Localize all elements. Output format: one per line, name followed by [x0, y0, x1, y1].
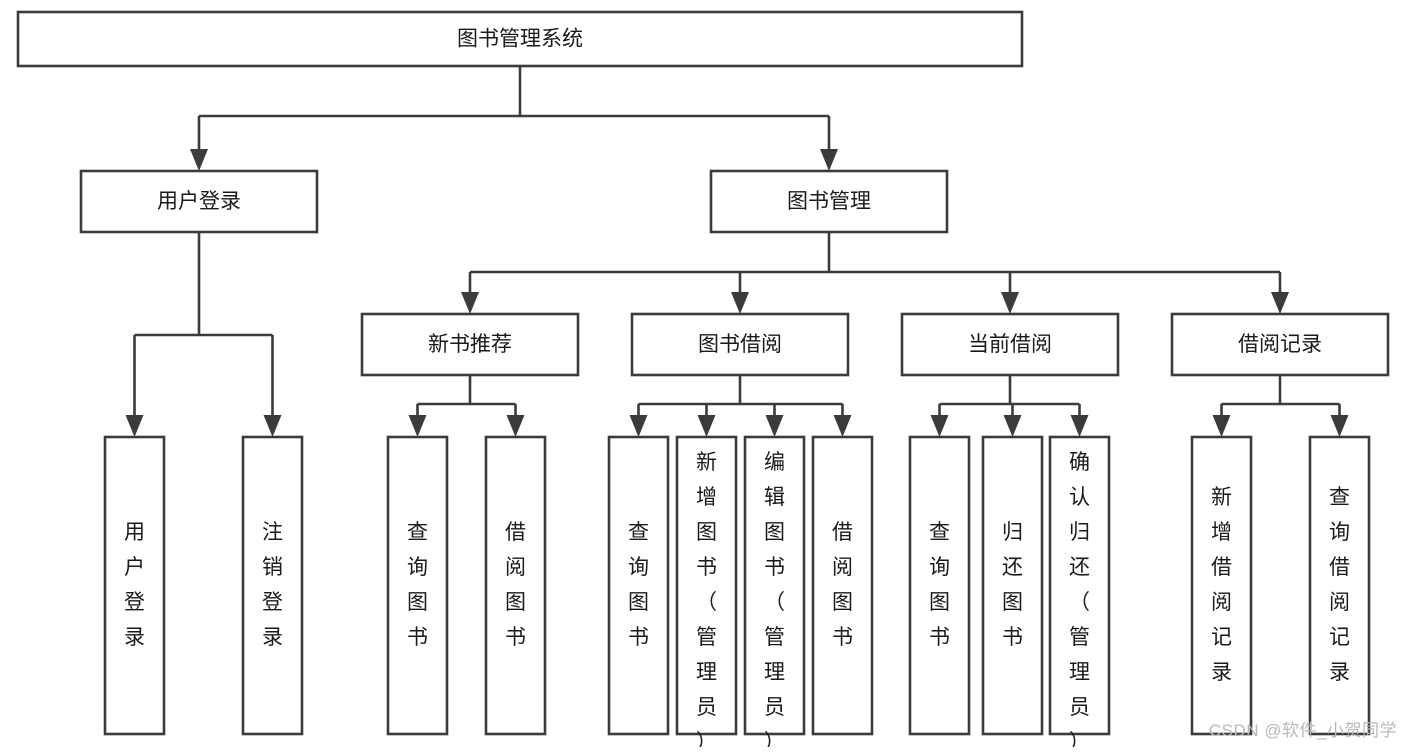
- edge-arrowhead: [1070, 415, 1089, 437]
- node-label: 新增图书（管理员）: [696, 451, 717, 747]
- edge-arrowhead: [190, 149, 208, 171]
- node-leaf-confirm-return[interactable]: 确认归还（管理员）: [1048, 435, 1111, 752]
- node-borrow-record[interactable]: 借阅记录: [1170, 312, 1390, 377]
- node-layer: 图书管理系统用户登录图书管理新书推荐图书借阅当前借阅借阅记录用户登录注销登录查询…: [16, 10, 1390, 752]
- edge-arrowhead: [125, 415, 144, 437]
- edge-group-new-book-recommend: [408, 375, 525, 437]
- node-box[interactable]: [607, 435, 670, 736]
- node-book-borrow[interactable]: 图书借阅: [630, 312, 850, 377]
- edge-arrowhead: [1001, 292, 1019, 314]
- node-label: 借阅图书: [832, 521, 853, 649]
- node-box[interactable]: [981, 435, 1044, 736]
- edge-group-root: [190, 66, 838, 171]
- node-label: 图书借阅: [698, 333, 782, 356]
- node-box[interactable]: [1190, 435, 1253, 736]
- edge-arrowhead: [629, 415, 648, 437]
- node-label: 查询图书: [929, 521, 950, 649]
- node-box[interactable]: [484, 435, 547, 736]
- node-leaf-query-book-1[interactable]: 查询图书: [386, 435, 449, 736]
- edge-arrowhead: [1330, 415, 1349, 437]
- node-label: 新增借阅记录: [1211, 486, 1232, 684]
- edge-arrowhead: [506, 415, 525, 437]
- node-box[interactable]: [675, 435, 738, 736]
- node-label: 注销登录: [262, 521, 283, 649]
- node-current-borrow[interactable]: 当前借阅: [900, 312, 1120, 377]
- node-leaf-add-record[interactable]: 新增借阅记录: [1190, 435, 1253, 736]
- node-leaf-add-book[interactable]: 新增图书（管理员）: [675, 435, 738, 752]
- node-label: 借阅记录: [1238, 333, 1322, 356]
- node-user-login[interactable]: 用户登录: [79, 169, 319, 234]
- edge-group-current-borrow: [930, 375, 1089, 437]
- node-root[interactable]: 图书管理系统: [16, 10, 1024, 68]
- node-leaf-borrow-book-1[interactable]: 借阅图书: [484, 435, 547, 736]
- node-leaf-user-logout[interactable]: 注销登录: [241, 435, 304, 736]
- node-box[interactable]: [1048, 435, 1111, 736]
- node-box[interactable]: [386, 435, 449, 736]
- edge-group-book-manage: [461, 232, 1289, 314]
- csdn-watermark: CSDN @软件_小贺同学: [1208, 721, 1397, 740]
- node-leaf-borrow-book-2[interactable]: 借阅图书: [811, 435, 874, 736]
- node-label: 查询图书: [407, 521, 428, 649]
- edge-arrowhead: [833, 415, 852, 437]
- node-box[interactable]: [811, 435, 874, 736]
- node-label: 查询借阅记录: [1329, 486, 1350, 684]
- node-leaf-user-login[interactable]: 用户登录: [103, 435, 166, 736]
- node-box[interactable]: [1308, 435, 1371, 736]
- node-label: 用户登录: [124, 521, 145, 649]
- node-box[interactable]: [103, 435, 166, 736]
- node-label: 借阅图书: [505, 521, 526, 649]
- node-leaf-return-book[interactable]: 归还图书: [981, 435, 1044, 736]
- edge-layer: [125, 66, 1349, 437]
- node-label: 用户登录: [157, 190, 241, 213]
- edge-arrowhead: [697, 415, 716, 437]
- edge-group-borrow-record: [1212, 375, 1349, 437]
- edge-arrowhead: [731, 292, 749, 314]
- node-box[interactable]: [630, 312, 850, 377]
- node-box[interactable]: [900, 312, 1120, 377]
- node-label: 归还图书: [1002, 521, 1023, 649]
- node-leaf-query-record[interactable]: 查询借阅记录: [1308, 435, 1371, 736]
- node-box[interactable]: [1170, 312, 1390, 377]
- node-new-book-recommend[interactable]: 新书推荐: [360, 312, 580, 377]
- edge-arrowhead: [1271, 292, 1289, 314]
- node-label: 图书管理: [787, 190, 871, 213]
- node-label: 当前借阅: [968, 333, 1052, 356]
- edge-arrowhead: [263, 415, 282, 437]
- edge-arrowhead: [820, 149, 838, 171]
- node-label: 编辑图书（管理员）: [764, 451, 785, 747]
- edge-group-book-borrow: [629, 375, 852, 437]
- node-label: 图书管理系统: [457, 28, 583, 51]
- node-box[interactable]: [360, 312, 580, 377]
- edge-arrowhead: [461, 292, 479, 314]
- edge-arrowhead: [765, 415, 784, 437]
- edge-arrowhead: [930, 415, 949, 437]
- node-label: 确认归还（管理员）: [1069, 451, 1090, 747]
- node-leaf-query-book-2[interactable]: 查询图书: [607, 435, 670, 736]
- node-box[interactable]: [743, 435, 806, 736]
- node-box[interactable]: [79, 169, 319, 234]
- node-label: 新书推荐: [428, 333, 512, 356]
- edge-arrowhead: [1212, 415, 1231, 437]
- edge-group-user-login: [125, 232, 282, 437]
- edge-arrowhead: [408, 415, 427, 437]
- node-leaf-edit-book[interactable]: 编辑图书（管理员）: [743, 435, 806, 752]
- node-box[interactable]: [709, 169, 949, 234]
- node-box[interactable]: [16, 10, 1024, 68]
- edge-arrowhead: [1003, 415, 1022, 437]
- node-box[interactable]: [241, 435, 304, 736]
- node-book-manage[interactable]: 图书管理: [709, 169, 949, 234]
- node-leaf-query-book-3[interactable]: 查询图书: [908, 435, 971, 736]
- node-box[interactable]: [908, 435, 971, 736]
- node-label: 查询图书: [628, 521, 649, 649]
